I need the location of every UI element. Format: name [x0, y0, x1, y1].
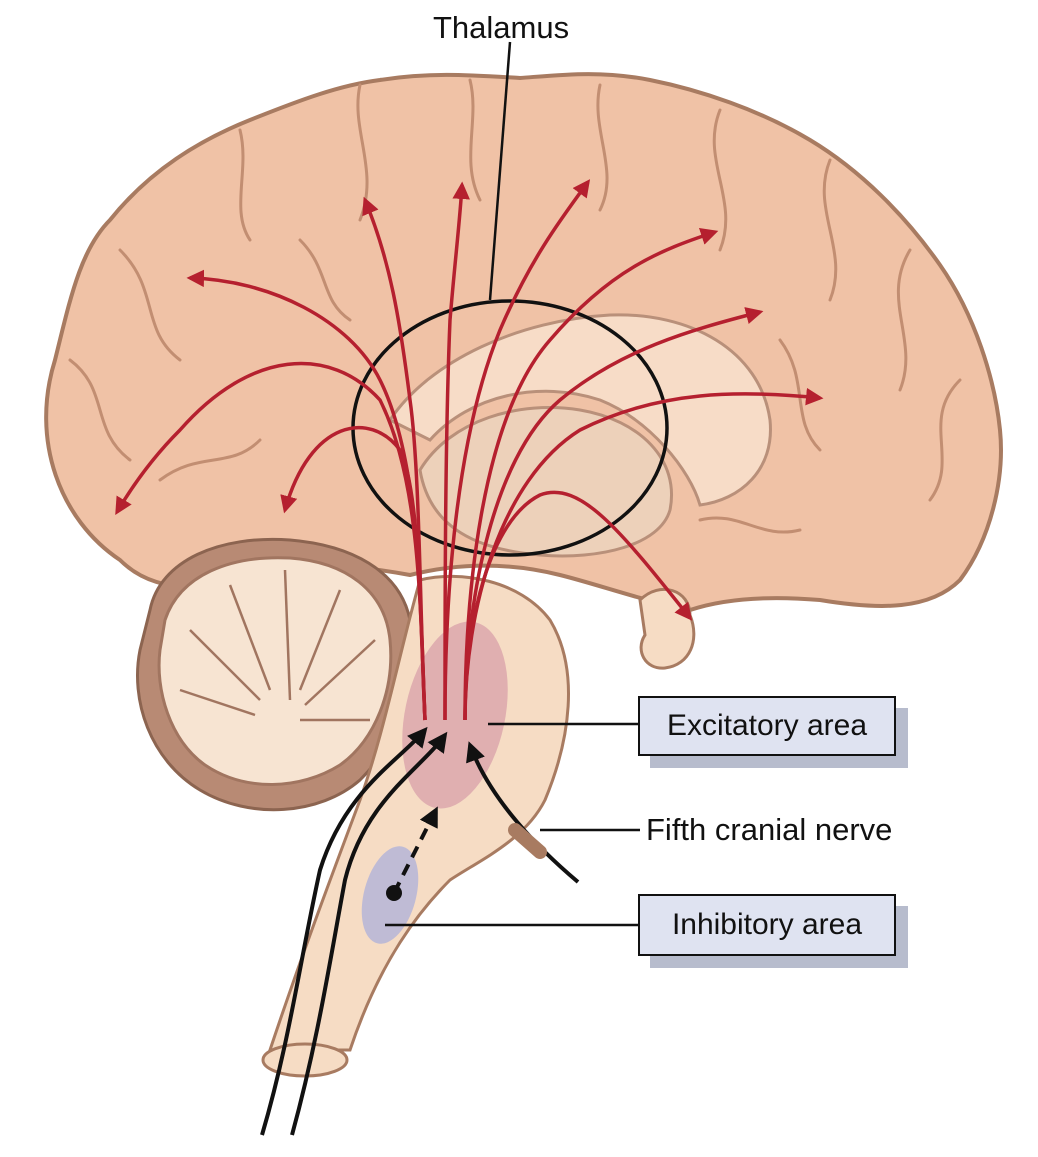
cerebellum	[157, 556, 393, 786]
pituitary	[638, 587, 696, 670]
fifth-cranial-nerve-label: Fifth cranial nerve	[646, 812, 893, 847]
leader-lines	[385, 41, 640, 927]
spinal-cord-end	[261, 1042, 349, 1078]
cerebellum-folia	[179, 569, 376, 722]
thalamus-label: Thalamus	[433, 10, 570, 45]
projection-arrows	[115, 179, 824, 721]
excitatory-area-label: Excitatory area	[638, 696, 896, 756]
fifth-nerve-stub	[508, 823, 547, 859]
cortex-folds	[68, 78, 962, 534]
corpus-callosum	[387, 313, 772, 507]
inhibitory-origin-dot	[386, 885, 402, 901]
inhibitory-pathway	[392, 806, 438, 894]
sensory-pathways	[260, 726, 580, 1136]
inhibitory-area-label: Inhibitory area	[638, 894, 896, 956]
